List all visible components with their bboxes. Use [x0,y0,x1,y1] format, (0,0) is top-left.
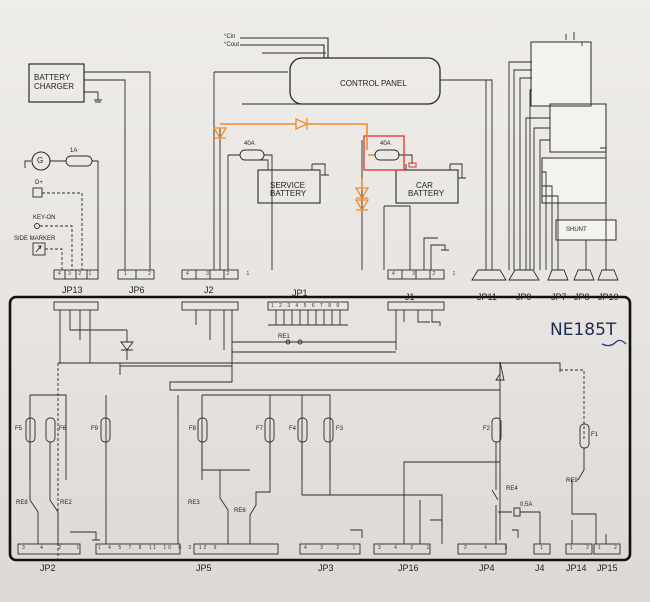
service-battery-label-1: SERVICE [270,181,305,190]
service-battery-box [257,169,321,204]
fuse-40a-left-body [239,149,265,161]
connector-jp15: JP15 [597,563,618,573]
key-on-label: KEY-ON [33,215,56,221]
jp1-pins: 1 2 3 4 5 6 7 8 9 [271,303,342,309]
connector-jp14: JP14 [566,563,587,573]
car-battery-box [395,169,459,204]
fuse-f6-label: F6 [59,426,67,432]
jp15-pins: 1 2 [598,545,623,551]
relay-re1: RE1 [278,334,290,340]
connector-j4: J4 [535,563,545,573]
relay-re2: RE2 [60,500,72,506]
connector-jp8: JP8 [574,292,590,302]
fuse-f7-label: F7 [256,426,264,432]
fuse-1a-body [65,155,93,167]
d-plus-box [32,187,43,198]
jp6-pins: 1 2 [124,271,161,277]
relay-re4: RE4 [506,486,518,492]
car-battery-label-1: CAR [416,181,433,190]
jp5-pins: 1 4 5 7 8 11 10 6 2 12 9 [98,545,219,551]
fuse-f4-label: F4 [289,426,297,432]
battery-charger-label-1: BATTERY [34,73,71,82]
jp3-pins: 4 3 2 1 [304,545,362,551]
fuse-f2 [491,417,502,443]
temp-out-label: °Cout [224,42,240,48]
battery-charger-label-2: CHARGER [34,82,75,91]
fuse-f1-label: F1 [591,432,599,438]
connector-jp13: JP13 [62,285,83,295]
jp13-pins: 4 3 2 1 [58,271,95,277]
orange-route [220,123,374,190]
fuse-40a-right-label: 40A [380,141,391,147]
connector-jp3: JP3 [318,563,334,573]
relay-re9: RE9 [566,478,578,484]
fuse-f5-label: F5 [15,426,23,432]
jp4-pins: 2 4 3 [464,545,516,551]
connector-jp6: JP6 [129,285,145,295]
board-outline [8,295,632,562]
connector-jp11: JP11 [477,292,497,302]
relay-re6: RE6 [234,508,246,514]
connector-jp4: JP4 [479,563,495,573]
generator-label: G [37,156,44,165]
fuse-f5 [25,417,36,443]
fuse-f8 [197,417,208,443]
fuse-f9 [100,417,111,443]
car-battery-label-2: BATTERY [408,189,445,198]
connector-jp16: JP16 [398,563,419,573]
shunt-label: SHUNT [566,227,587,233]
connector-jp5: JP5 [196,563,212,573]
connector-jp9: JP9 [516,292,532,302]
connector-jp2: JP2 [40,563,56,573]
fuse-f3-label: F3 [336,426,344,432]
service-battery-label-2: BATTERY [270,189,307,198]
connector-j2: J2 [204,285,214,295]
fuse-f1 [579,423,590,449]
connector-j1: J1 [405,292,415,302]
fuse-1a-label: 1A [70,148,78,154]
j2-pins: 4 3 2 1 [186,271,258,277]
connector-jp1: JP1 [292,288,308,298]
fuse-40a-left-label: 40A [244,141,255,147]
fuse-f6 [45,417,56,443]
j1-pins: 4 3 2 1 [392,271,464,277]
relay-re3: RE3 [188,500,200,506]
control-panel-box [289,57,441,105]
title-underline-mark [601,339,627,347]
board-title: NE185T [550,320,617,340]
temp-in-label: °Cin [224,34,236,40]
jp14-pins: 1 2 [570,545,595,551]
battery-charger-box [28,63,85,103]
fuse-40a-right-body [374,149,400,161]
j4-pins: 1 [540,545,543,551]
jp2-pins: 3 4 2 1 [22,545,87,551]
connector-jp7: JP7 [551,292,567,302]
relay-re8: RE8 [16,500,28,506]
highlight-box [363,135,405,171]
fuse-f8-label: F8 [189,426,197,432]
fuse-f4 [297,417,308,443]
fuse-f9-label: F9 [91,426,99,432]
connector-jp10: JP10 [598,292,619,302]
control-panel-label: CONTROL PANEL [340,79,407,88]
fuse-jp4-label: 0,5A [520,502,533,508]
jp16-pins: 3 4 2 1 [378,545,436,551]
d-plus-label: D+ [35,180,43,186]
highlight-mark [408,162,417,168]
fuse-f7 [264,417,275,443]
fuse-f2-label: F2 [483,426,491,432]
fuse-f3 [323,417,334,443]
side-marker-label: SIDE MARKER [14,236,56,242]
